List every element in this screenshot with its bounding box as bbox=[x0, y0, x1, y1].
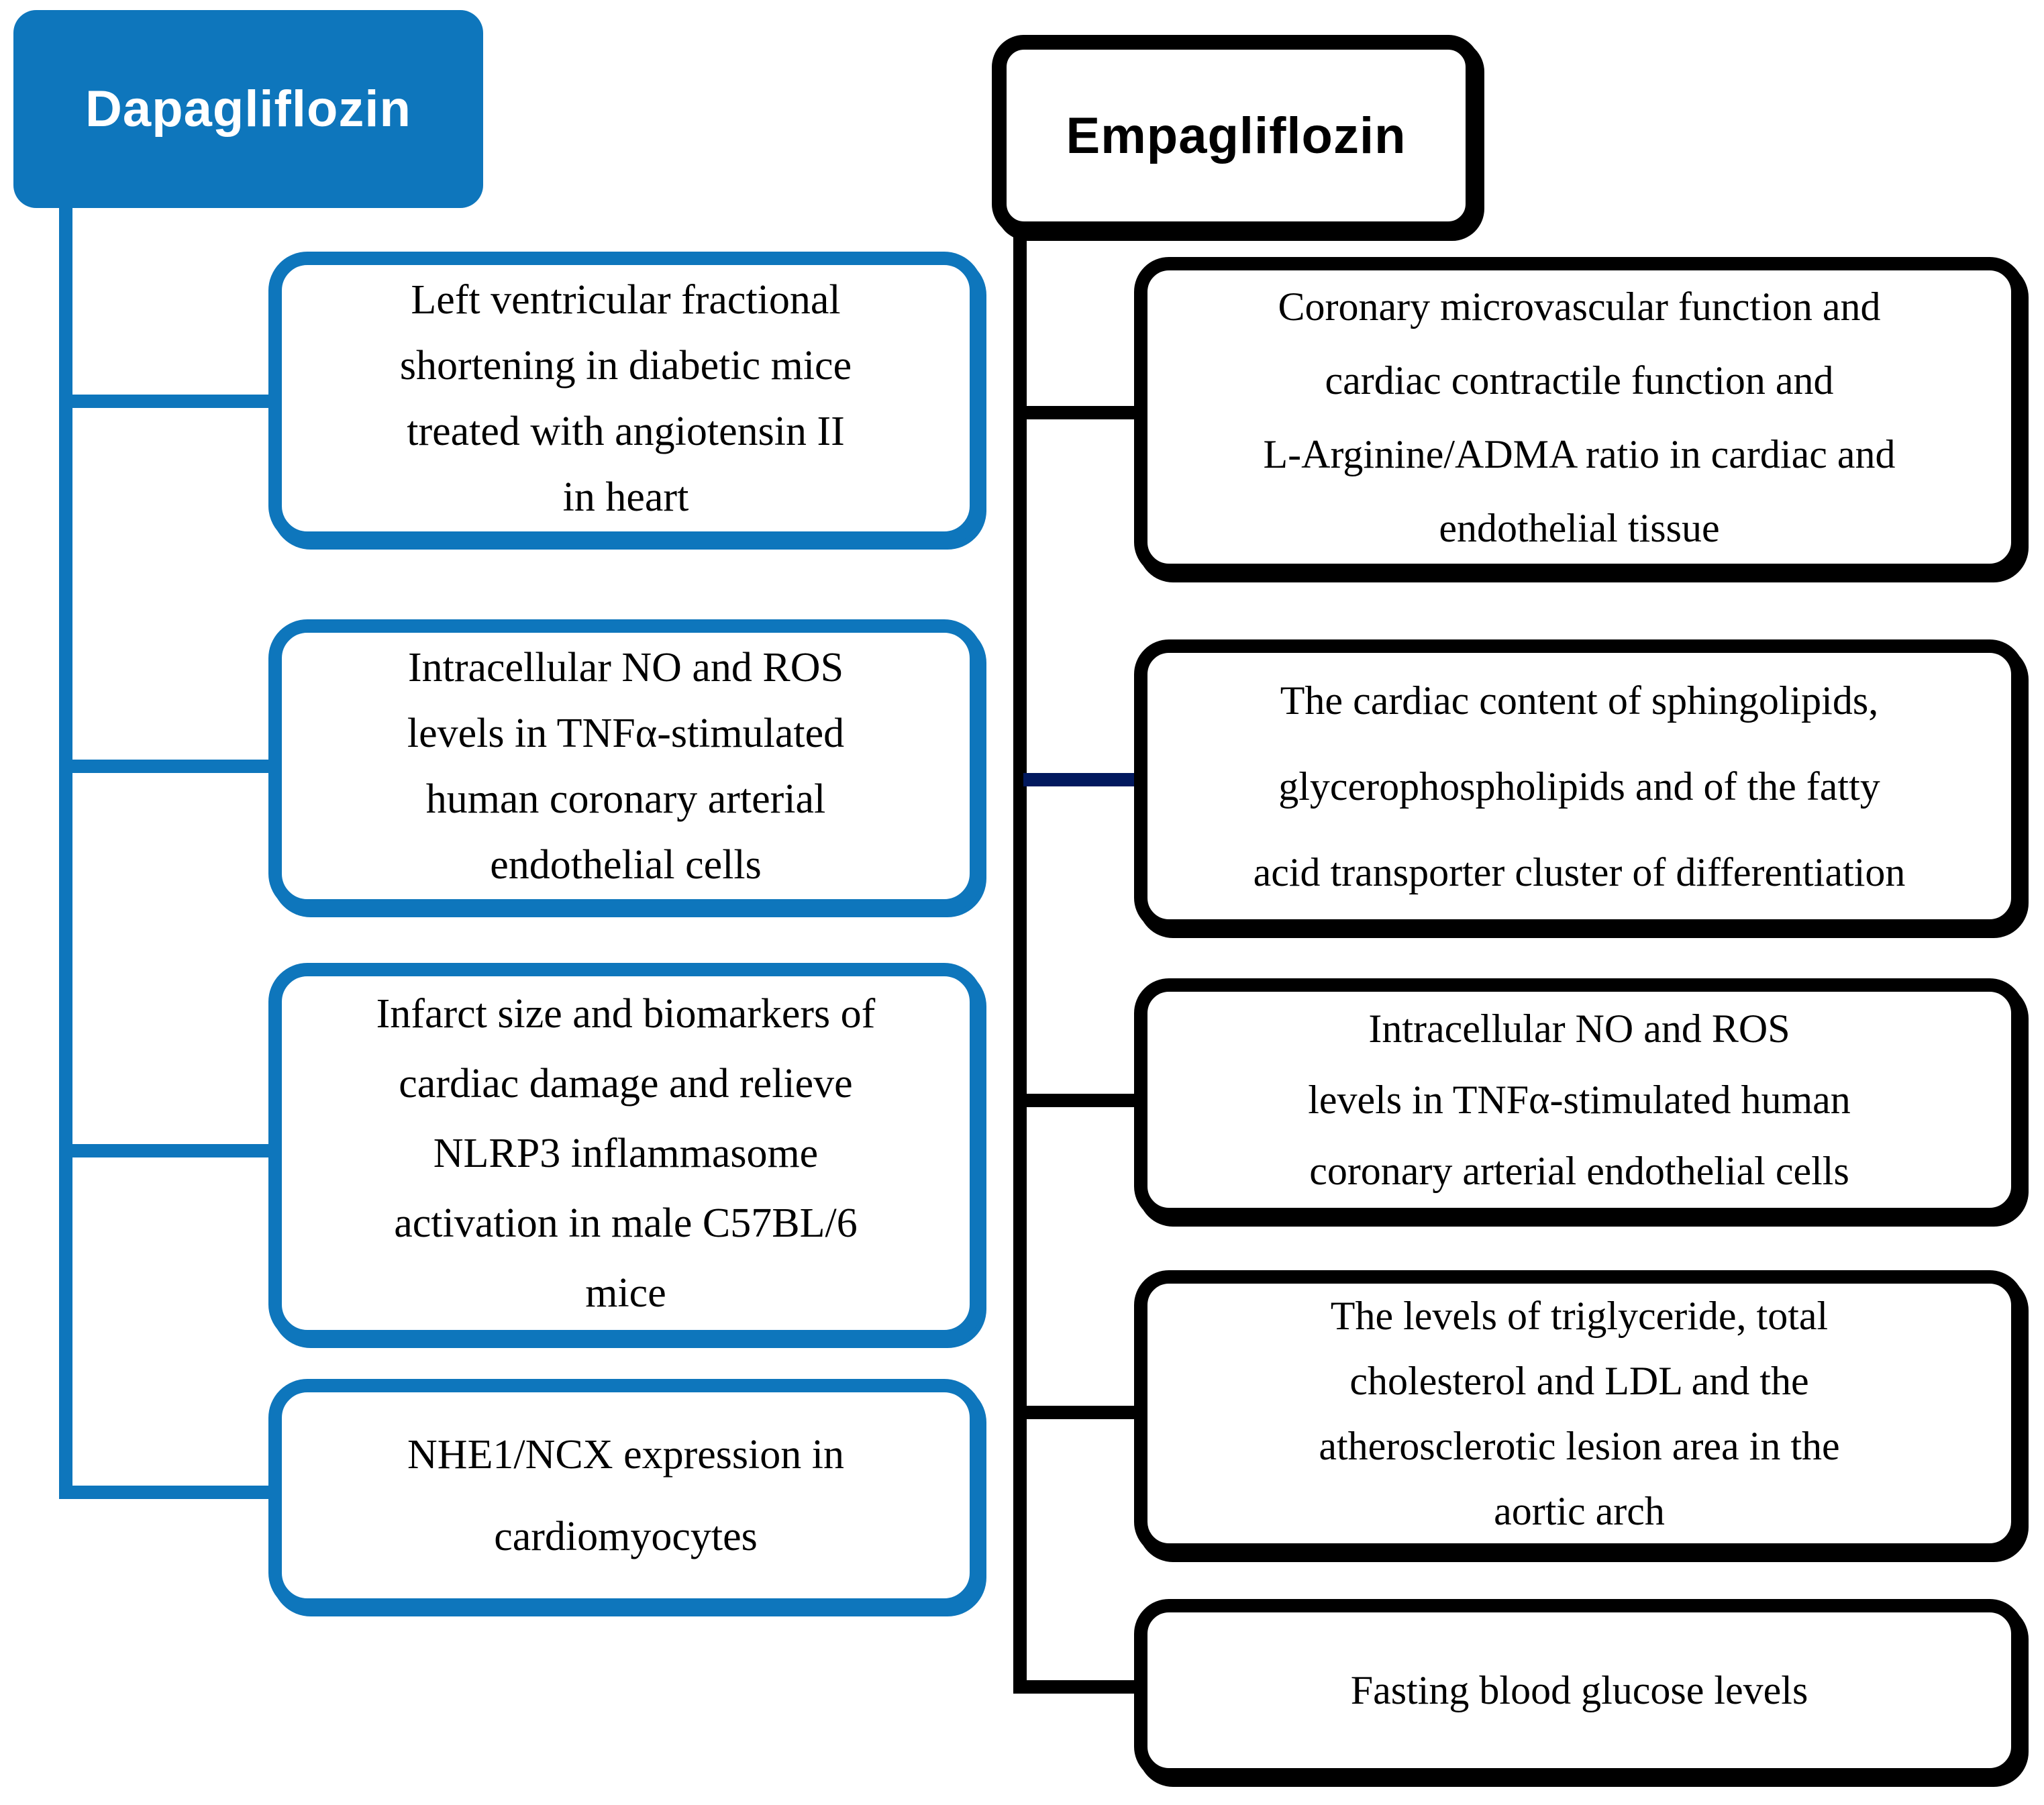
effect-box-empagliflozin-3: Intracellular NO and ROS levels in TNFα-… bbox=[1134, 978, 2025, 1221]
connector-branch-empagliflozin-1 bbox=[1023, 406, 1136, 419]
effect-text-dapagliflozin-4: NHE1/NCX expression in cardiomyocytes bbox=[407, 1431, 844, 1559]
drug-header-empagliflozin-label: Empagliflozin bbox=[1066, 107, 1407, 164]
connector-branch-dapagliflozin-4 bbox=[64, 1486, 273, 1499]
connector-trunk-empagliflozin bbox=[1013, 235, 1027, 1694]
effect-box-dapagliflozin-4: NHE1/NCX expression in cardiomyocytes bbox=[268, 1379, 983, 1612]
connector-trunk-dapagliflozin bbox=[59, 207, 72, 1499]
connector-branch-empagliflozin-5 bbox=[1023, 1680, 1136, 1694]
drug-header-empagliflozin: Empagliflozin bbox=[992, 35, 1480, 236]
effect-box-dapagliflozin-2: Intracellular NO and ROS levels in TNFα-… bbox=[268, 619, 983, 913]
effect-text-empagliflozin-5: Fasting blood glucose levels bbox=[1350, 1668, 1808, 1712]
effect-text-empagliflozin-3: Intracellular NO and ROS levels in TNFα-… bbox=[1308, 1007, 1851, 1193]
effect-box-empagliflozin-4: The levels of triglyceride, total choles… bbox=[1134, 1270, 2025, 1557]
connector-branch-empagliflozin-2-navy bbox=[1023, 773, 1136, 786]
connector-branch-empagliflozin-4 bbox=[1023, 1406, 1136, 1419]
connector-branch-empagliflozin-3 bbox=[1023, 1094, 1136, 1107]
connector-branch-dapagliflozin-3 bbox=[64, 1144, 273, 1157]
effect-box-empagliflozin-1: Coronary microvascular function and card… bbox=[1134, 257, 2025, 577]
effect-box-empagliflozin-2: The cardiac content of sphingolipids, gl… bbox=[1134, 639, 2025, 933]
effect-text-dapagliflozin-2: Intracellular NO and ROS levels in TNFα-… bbox=[407, 644, 845, 888]
connector-branch-dapagliflozin-2 bbox=[64, 760, 273, 773]
effect-text-dapagliflozin-3: Infarct size and biomarkers of cardiac d… bbox=[376, 990, 876, 1316]
effect-text-empagliflozin-1: Coronary microvascular function and card… bbox=[1263, 284, 1896, 550]
drug-header-dapagliflozin-label: Dapagliflozin bbox=[85, 81, 411, 138]
effect-box-dapagliflozin-3: Infarct size and biomarkers of cardiac d… bbox=[268, 963, 983, 1343]
effect-text-empagliflozin-2: The cardiac content of sphingolipids, gl… bbox=[1253, 678, 1906, 894]
effect-text-dapagliflozin-1: Left ventricular fractional shortening i… bbox=[399, 276, 852, 520]
effect-text-empagliflozin-4: The levels of triglyceride, total choles… bbox=[1319, 1293, 1840, 1533]
effect-box-dapagliflozin-1: Left ventricular fractional shortening i… bbox=[268, 252, 983, 545]
connector-branch-dapagliflozin-1 bbox=[64, 395, 273, 408]
drug-header-dapagliflozin: Dapagliflozin bbox=[13, 10, 483, 208]
effect-box-empagliflozin-5: Fasting blood glucose levels bbox=[1134, 1599, 2025, 1782]
